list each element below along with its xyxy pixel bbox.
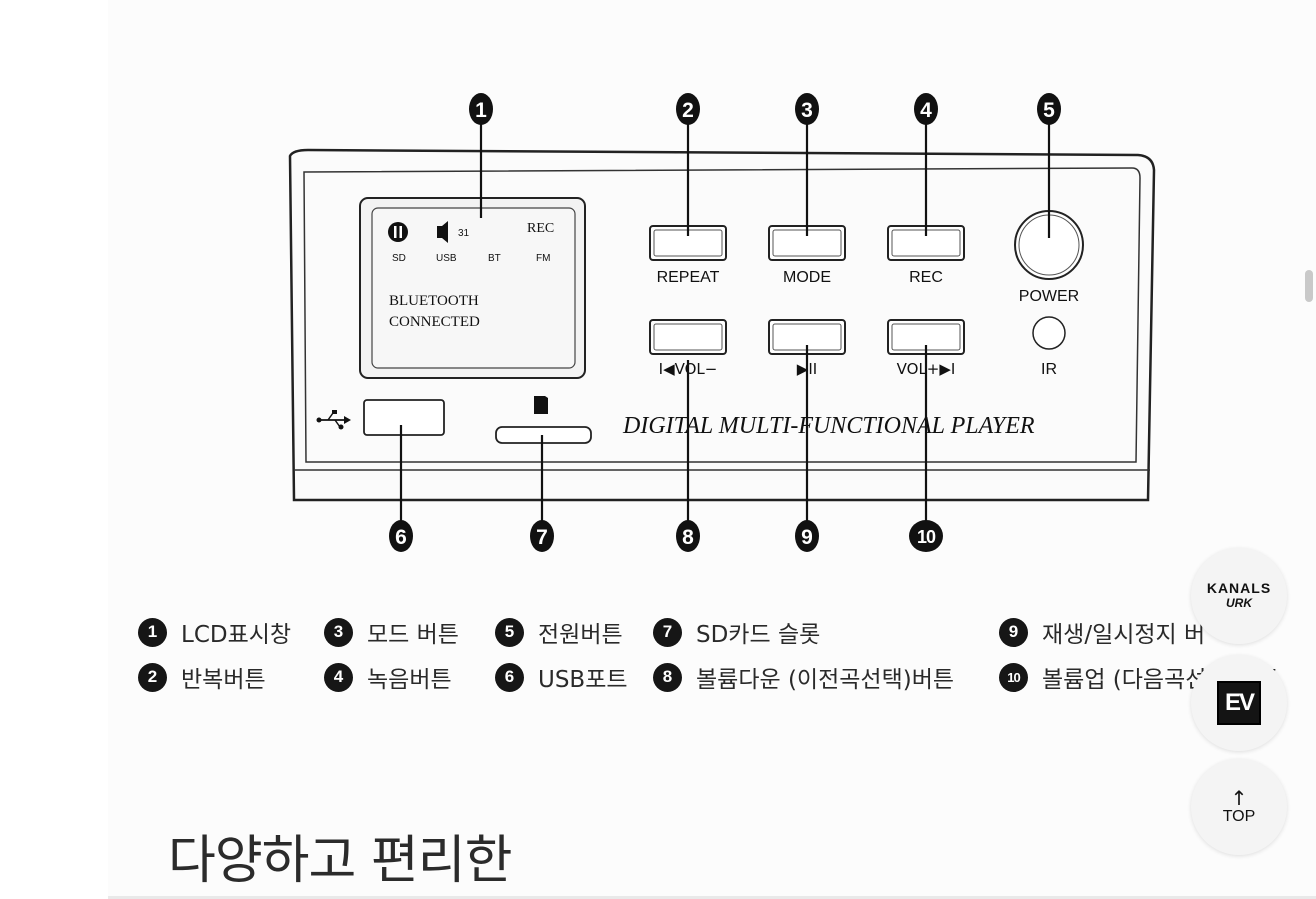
- kanals-brand-button[interactable]: KANALS URK: [1191, 548, 1287, 644]
- legend-item-vol-down: 8 볼륨다운 (이전곡선택)버튼: [653, 660, 954, 694]
- svg-text:2: 2: [682, 99, 694, 122]
- legend-item-power: 5 전원버튼: [495, 615, 623, 649]
- ev-brand-button[interactable]: EV: [1191, 655, 1287, 751]
- legend-number-badge: 7: [653, 617, 682, 647]
- callout-3: 3: [795, 93, 819, 125]
- svg-text:3: 3: [801, 99, 813, 122]
- svg-text:9: 9: [801, 526, 813, 549]
- svg-text:IR: IR: [1041, 361, 1057, 378]
- lcd-source-usb: USB: [436, 253, 457, 264]
- legend-number-badge: 5: [495, 617, 524, 647]
- callout-1: 1: [469, 93, 493, 125]
- section-headline: 다양하고 편리한: [168, 831, 512, 891]
- legend-text: 모드 버튼: [367, 622, 459, 648]
- usb-port: [363, 399, 445, 436]
- lcd-rec-label: REC: [527, 221, 554, 236]
- lcd-source-fm: FM: [536, 253, 550, 264]
- kanals-logo: KANALS URK: [1207, 581, 1271, 611]
- callout-8: 8: [676, 520, 700, 552]
- legend-text: 반복버튼: [181, 667, 266, 693]
- content-area: 31 REC SD USB BT FM BLUETOOTH CONNECTED …: [108, 0, 1316, 899]
- legend-text: 녹음버튼: [367, 667, 452, 693]
- legend-item-play-pause: 9 재생/일시정지 버: [999, 615, 1205, 649]
- svg-text:8: 8: [682, 526, 694, 549]
- callout-7: 7: [530, 520, 554, 552]
- legend-text: 재생/일시정지 버: [1042, 622, 1206, 648]
- ev-logo: EV: [1217, 681, 1261, 725]
- callout-4: 4: [914, 93, 938, 125]
- legend-item-usb: 6 USB포트: [495, 660, 628, 694]
- bottom-divider: [108, 896, 1316, 899]
- svg-text:6: 6: [395, 526, 407, 549]
- kanals-logo-line2: URK: [1226, 596, 1252, 610]
- legend-item-record: 4 녹음버튼: [324, 660, 452, 694]
- device-inner-panel: [303, 167, 1141, 463]
- callout-lines: [399, 122, 1051, 522]
- scrollbar-thumb[interactable]: [1305, 270, 1313, 302]
- svg-text:REPEAT: REPEAT: [657, 269, 720, 286]
- callout-2: 2: [676, 93, 700, 125]
- legend-text: 볼륨다운 (이전곡선택)버튼: [696, 667, 955, 693]
- rec-button: REC: [887, 225, 965, 286]
- svg-text:7: 7: [536, 526, 548, 549]
- kanals-logo-line1: KANALS: [1206, 580, 1272, 596]
- legend-text: USB포트: [538, 667, 628, 693]
- legend-item-sd-slot: 7 SD카드 슬롯: [653, 615, 820, 649]
- legend-number-badge: 1: [138, 617, 167, 647]
- lcd-status-line1: BLUETOOTH: [389, 293, 479, 309]
- sd-card-slot: [495, 426, 592, 444]
- svg-text:POWER: POWER: [1019, 288, 1079, 305]
- svg-text:4: 4: [920, 99, 932, 122]
- svg-text:REC: REC: [909, 269, 943, 286]
- ir-sensor: IR: [1032, 316, 1066, 378]
- callout-10: 10: [909, 520, 943, 552]
- power-button: POWER: [1014, 210, 1084, 305]
- legend-number-badge: 3: [324, 617, 353, 647]
- legend-item-lcd: 1 LCD표시창: [138, 615, 291, 649]
- svg-text:10: 10: [917, 527, 936, 547]
- svg-text:5: 5: [1043, 99, 1055, 122]
- legend-item-mode: 3 모드 버튼: [324, 615, 459, 649]
- legend-number-badge: 4: [324, 662, 353, 692]
- legend-item-repeat: 2 반복버튼: [138, 660, 266, 694]
- usb-icon: [316, 410, 351, 430]
- svg-text:MODE: MODE: [783, 269, 831, 286]
- legend-text: SD카드 슬롯: [696, 622, 821, 648]
- lcd-source-sd: SD: [392, 253, 406, 264]
- callout-6: 6: [389, 520, 413, 552]
- legend-number-badge: 9: [999, 617, 1028, 647]
- arrow-up-icon: ↑: [1230, 786, 1248, 810]
- legend-text: LCD표시창: [181, 622, 292, 648]
- brand-text: DIGITAL MULTI-FUNCTIONAL PLAYER: [622, 413, 1035, 439]
- legend-number-badge: 8: [653, 662, 682, 692]
- lcd-status-line2: CONNECTED: [389, 314, 480, 330]
- top-label: TOP: [1222, 808, 1256, 825]
- lcd-speaker-icon: [437, 221, 448, 243]
- callout-5: 5: [1037, 93, 1061, 125]
- lcd-source-bt: BT: [488, 253, 501, 264]
- lcd-volume-number: 31: [458, 228, 470, 239]
- mode-button: MODE: [768, 225, 846, 286]
- legend-number-badge: 2: [138, 662, 167, 692]
- lcd-display: 31 REC SD USB BT FM BLUETOOTH CONNECTED: [359, 197, 586, 379]
- legend-number-badge: 6: [495, 662, 524, 692]
- legend-number-badge: 10: [999, 662, 1028, 692]
- legend-text: 전원버튼: [538, 622, 623, 648]
- sd-card-icon: [534, 396, 548, 414]
- player-front-panel-diagram: 31 REC SD USB BT FM BLUETOOTH CONNECTED …: [288, 93, 1156, 552]
- callout-9: 9: [795, 520, 819, 552]
- repeat-button: REPEAT: [649, 225, 727, 286]
- lcd-pause-icon: [388, 222, 408, 242]
- scroll-to-top-button[interactable]: ↑ TOP: [1191, 759, 1287, 855]
- svg-text:1: 1: [475, 99, 487, 122]
